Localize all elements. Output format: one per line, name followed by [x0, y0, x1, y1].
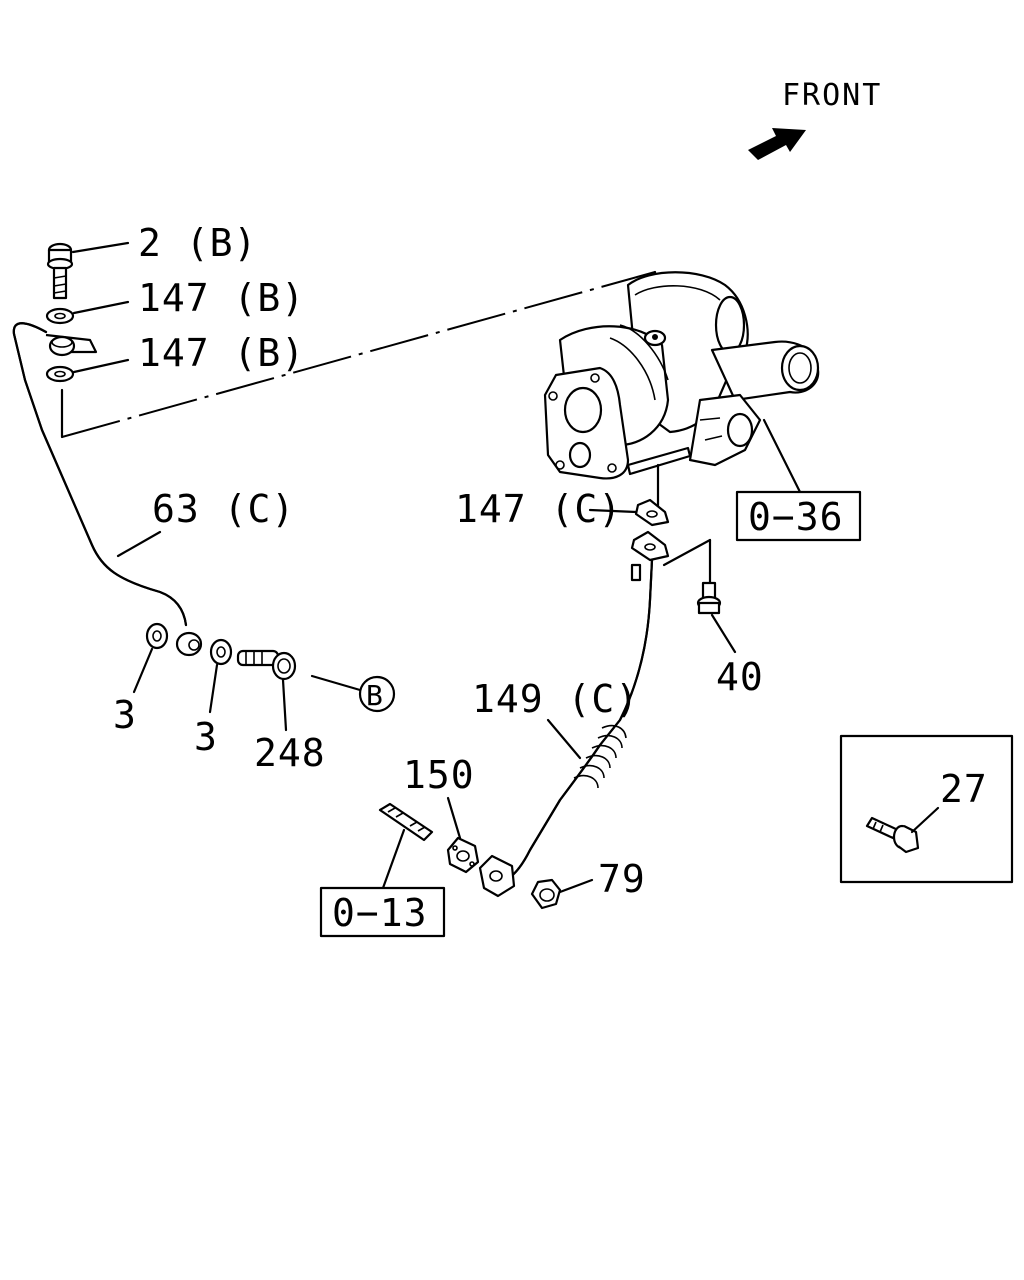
callout-3-left: 3	[113, 693, 137, 737]
callout-147c: 147 (C)	[455, 487, 622, 531]
ref-circle-b-label: B	[366, 679, 383, 712]
nut-79[interactable]	[530, 878, 562, 910]
eye-bolt-248[interactable]	[236, 649, 297, 681]
oil-feed-pipe-63c[interactable]	[12, 322, 203, 657]
banjo-eye-fitting	[45, 333, 98, 357]
callout-3-right: 3	[194, 715, 218, 759]
turbocharger[interactable]	[543, 271, 820, 480]
washer-147b-bottom[interactable]	[45, 365, 75, 383]
callout-79: 79	[598, 857, 646, 901]
washer-3-left[interactable]	[145, 622, 169, 650]
washer-3-right[interactable]	[209, 638, 233, 666]
ref-box-0-36[interactable]: 0−36	[735, 490, 862, 542]
callout-63c: 63 (C)	[152, 487, 295, 531]
ref-circle-b[interactable]: B	[358, 675, 396, 713]
bolt-40[interactable]	[696, 581, 722, 615]
inset-panel-27: 27	[839, 734, 1014, 884]
callout-149c: 149 (C)	[472, 677, 639, 721]
ref-box-0-13-label: 0−13	[332, 891, 428, 935]
ref-box-0-13[interactable]: 0−13	[319, 886, 446, 938]
callout-248: 248	[254, 731, 326, 775]
callout-147b-top: 147 (B)	[138, 276, 305, 320]
callout-2b: 2 (B)	[138, 221, 257, 265]
front-arrow-icon	[748, 128, 806, 160]
gasket-150[interactable]	[446, 836, 480, 874]
bolt-2b[interactable]	[46, 242, 74, 300]
callout-147b-bottom: 147 (B)	[138, 331, 305, 375]
oil-return-pipe-149c[interactable]	[478, 530, 670, 898]
front-label: FRONT	[782, 78, 882, 113]
gasket-147c[interactable]	[634, 498, 670, 527]
callout-27: 27	[940, 767, 988, 811]
callout-150: 150	[403, 753, 475, 797]
washer-147b-top[interactable]	[45, 307, 75, 325]
callout-40: 40	[716, 655, 764, 699]
stud-0-13[interactable]	[378, 802, 434, 842]
ref-box-0-36-label: 0−36	[748, 495, 844, 539]
